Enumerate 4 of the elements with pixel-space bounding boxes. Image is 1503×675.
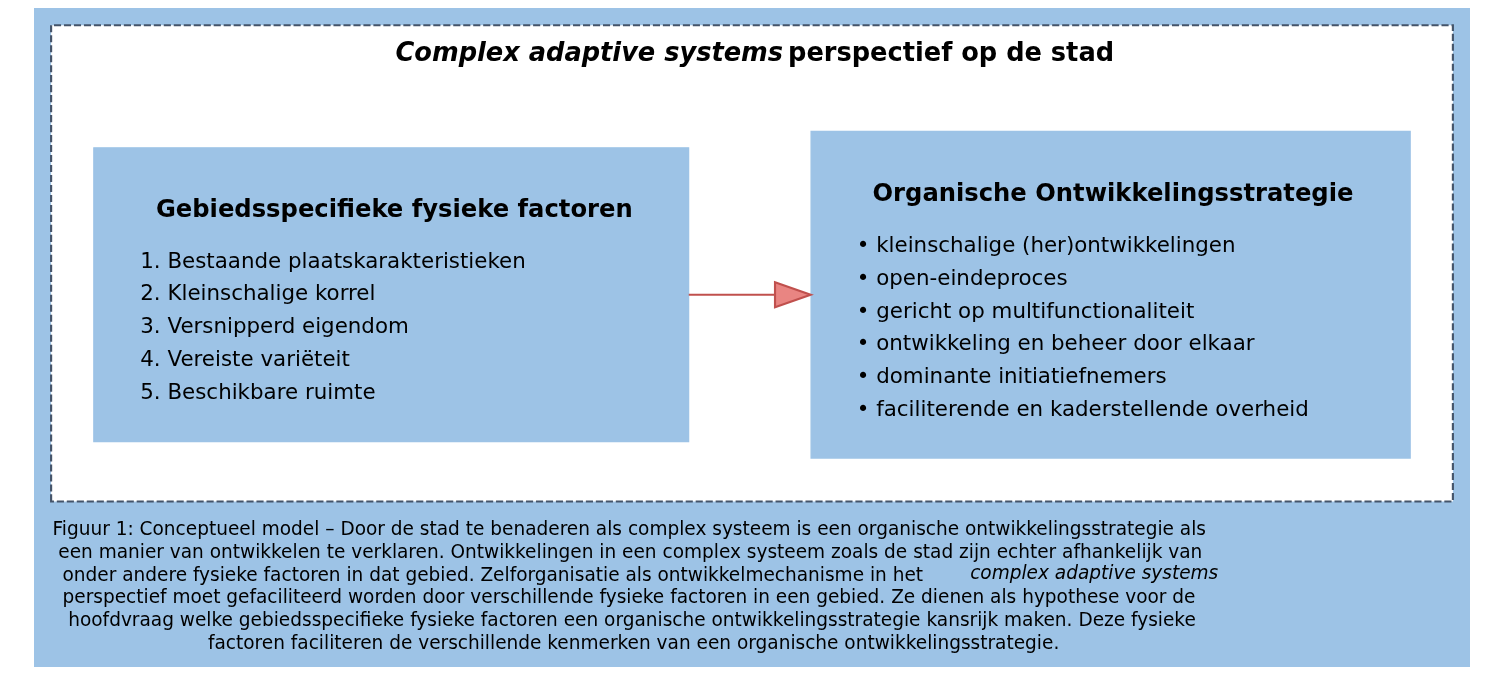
caption: Figuur 1: Conceptueel model – Door de stad te benaderen als complex systeem is een organische ontwikkelingsstrategie als een manier van ontwikkelen te verklaren. Ontwikkelingen in een complex systeem zoals de stad zijn echter afhankelijk van onder andere fysieke factoren in dat gebied. Zelforganisatie als ontwikkelmechanisme in het complex adaptive systems perspectief moet gefaciliteerd worden door verschillende fysieke factoren in een gebied. Ze dienen als hypothese voor de hoofdvraag welke gebiedsspecifieke fysieke factoren een organische ontwikkelingsstrategie kansrijk maken. Deze fysieke factoren faciliteren de verschillende kenmerken van een organische ontwikkelingsstrategie.	[52, 517, 1218, 653]
arrow	[688, 280, 814, 309]
node-box: Organische Ontwikkelingsstrategie • kleinschalige (her)ontwikkelingen • open-eindeproces • gericht op multifunctionaliteit • ontwikkeling en beheer door elkaar • dominante initiatiefnemers • faciliterende en kaderstellende overheid	[809, 130, 1411, 459]
node-box: Gebiedsspecifieke fysieke factoren 1. Bestaande plaatskarakteristieken 2. Kleinschalige korrel 3. Versnipperd eigendom 4. Vereiste variëteit 5. Beschikbare ruimte	[92, 147, 689, 443]
